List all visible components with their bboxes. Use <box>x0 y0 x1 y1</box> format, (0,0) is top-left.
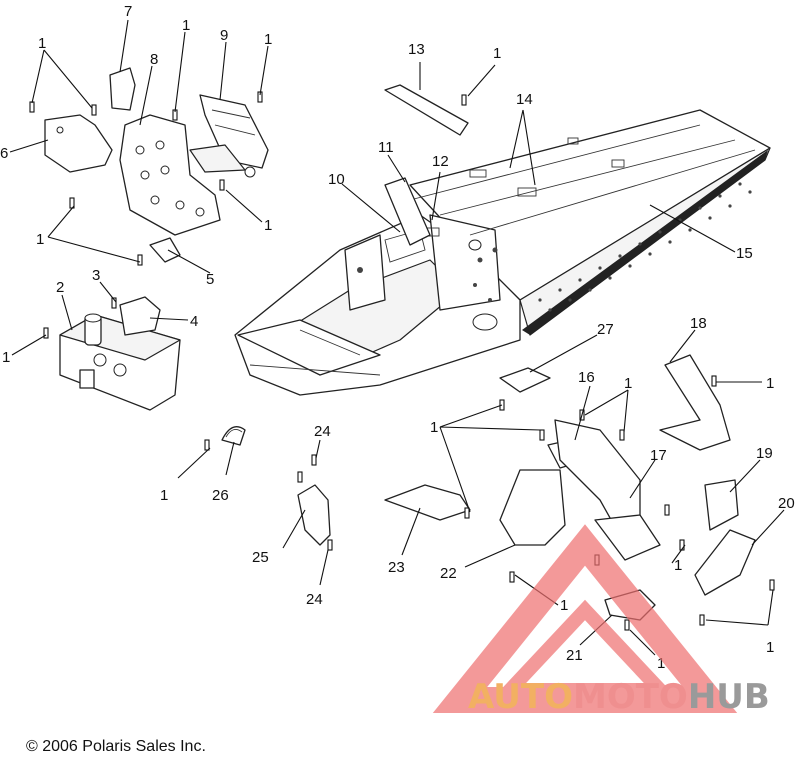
callout-1: 1 <box>430 419 438 436</box>
callout-1: 1 <box>38 35 46 52</box>
part-7-mount <box>109 67 136 111</box>
callout-24: 24 <box>314 423 331 440</box>
part-19-panel <box>704 479 739 531</box>
callout-11: 11 <box>378 139 394 156</box>
part-20-bracket <box>694 529 756 596</box>
part-21-bracket <box>604 589 656 621</box>
callout-26: 26 <box>212 487 229 504</box>
part-25-bracket <box>297 484 331 546</box>
callout-2: 2 <box>56 279 64 296</box>
callout-1: 1 <box>560 597 568 614</box>
part-2-housing <box>59 313 181 411</box>
callout-15: 15 <box>736 245 753 262</box>
part-17-bracket <box>554 419 661 561</box>
callout-7: 7 <box>124 3 132 20</box>
callout-1: 1 <box>657 655 665 672</box>
callout-1: 1 <box>264 31 272 48</box>
part-11-panel <box>384 177 431 246</box>
callout-17: 17 <box>650 447 667 464</box>
callout-16: 16 <box>578 369 595 386</box>
callout-19: 19 <box>756 445 773 462</box>
callout-8: 8 <box>150 51 158 68</box>
callout-3: 3 <box>92 267 100 284</box>
part-6-bracket <box>44 114 113 173</box>
part-26-cap <box>221 426 246 446</box>
callout-1: 1 <box>493 45 501 62</box>
callout-1: 1 <box>2 349 10 366</box>
callout-27: 27 <box>597 321 614 338</box>
callout-20: 20 <box>778 495 795 512</box>
chassis-frame <box>234 109 771 396</box>
callout-1: 1 <box>264 217 272 234</box>
callout-1: 1 <box>160 487 168 504</box>
callout-4: 4 <box>190 313 198 330</box>
callout-1: 1 <box>36 231 44 248</box>
callout-1: 1 <box>766 639 774 656</box>
part-9-bracket <box>189 94 269 178</box>
callout-1: 1 <box>182 17 190 34</box>
part-23-plate <box>384 484 471 521</box>
callout-1: 1 <box>624 375 632 392</box>
copyright-text: © 2006 Polaris Sales Inc. <box>26 738 206 755</box>
part-18-guard <box>659 354 731 451</box>
callout-9: 9 <box>220 27 228 44</box>
callout-21: 21 <box>566 647 583 664</box>
callout-22: 22 <box>440 565 457 582</box>
part-5-clip <box>149 237 181 263</box>
callout-5: 5 <box>206 271 214 288</box>
part-22-panel <box>499 469 566 546</box>
part-13-bar <box>384 84 469 136</box>
part-8-plate <box>119 114 221 236</box>
callout-1: 1 <box>674 557 682 574</box>
callout-1: 1 <box>766 375 774 392</box>
callout-24: 24 <box>306 591 323 608</box>
callout-6: 6 <box>0 145 8 162</box>
callout-23: 23 <box>388 559 405 576</box>
callout-18: 18 <box>690 315 707 332</box>
part-27-block <box>499 367 551 393</box>
callout-25: 25 <box>252 549 269 566</box>
callout-10: 10 <box>328 171 345 188</box>
callout-13: 13 <box>408 41 425 58</box>
callout-14: 14 <box>516 91 533 108</box>
callout-12: 12 <box>432 153 449 170</box>
part-4-shield <box>119 296 161 336</box>
